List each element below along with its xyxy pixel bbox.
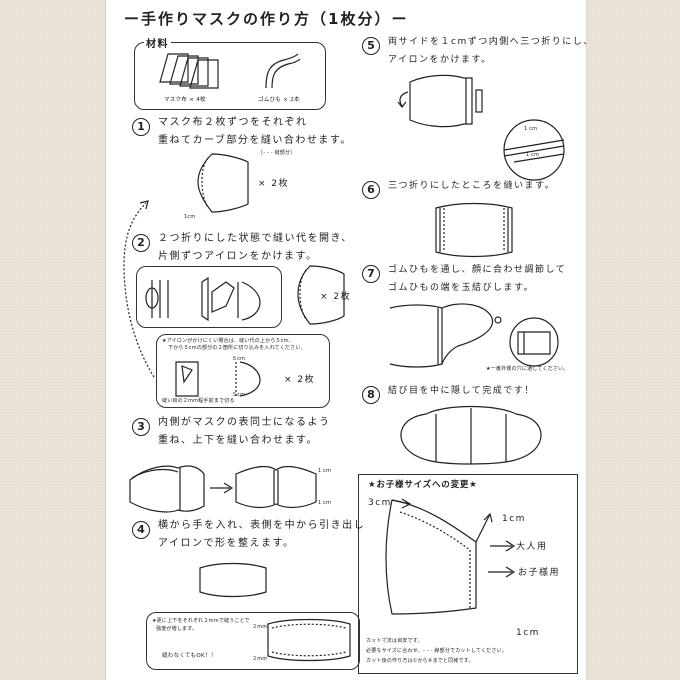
kids-child-label: お子様用: [518, 568, 561, 578]
step-4-tip-line3: 縫わなくてもOK！！: [162, 653, 217, 659]
step-3-folded-mask: [129, 465, 205, 513]
step-3-open-mask: [235, 465, 317, 509]
step-4-mm-top: ２mm: [252, 624, 268, 630]
kids-child-arrow: [488, 566, 516, 578]
step-7-note: ★一番外側の穴に通してください。: [486, 366, 569, 372]
step-5-cm-2: 1 cm: [526, 152, 540, 158]
step-4-mm-bottom: ２mm: [252, 656, 268, 662]
step-8-line1: 結び目を中に隠して完成です！: [388, 386, 535, 396]
step-4-tip-line1: ★更に上下をそれぞれ２mmで縫うことで: [152, 618, 250, 624]
step-3-line1: 内側がマスクの表同士になるよう: [158, 417, 331, 428]
step-3-cm-top: 1 cm: [318, 468, 332, 474]
instruction-sheet: ー手作りマスクの作り方（1枚分）ー 材料 マスク布 × 4枚 ゴムひも × 2本…: [106, 0, 592, 680]
kids-note-2: 必要なサイズに合わせ、- - - 線部分でカットしてください。: [366, 648, 507, 654]
elastic-label: ゴムひも × 2本: [258, 97, 300, 103]
kids-note-1: カット寸法は目安です。: [366, 638, 423, 644]
step-2-tip-count: × 2枚: [284, 375, 316, 385]
step-7-mask-elastic: [389, 303, 559, 368]
step-4-number: 4: [132, 521, 150, 539]
step-6-mask: [435, 202, 513, 258]
step-4-line1: 横から手を入れ、表側を中から引き出し: [158, 520, 366, 531]
step-5-mask-fold: [397, 74, 483, 128]
step-2-line1: ２つ折りにした状態で縫い代を開き、: [158, 233, 353, 244]
step-4-tip-box: [146, 612, 360, 670]
kids-cm-top-right: 1cm: [502, 514, 526, 524]
fabric-label: マスク布 × 4枚: [164, 97, 206, 103]
curved-dashed-arrow: [123, 200, 155, 378]
kids-adult-label: 大人用: [516, 542, 548, 552]
step-2-tip-line2: 下から５cmの部分の２箇所に切り込みを入れてください。: [168, 345, 306, 351]
step-5-detail-circle: [503, 119, 565, 181]
step-1-number: 1: [132, 118, 150, 136]
step-8-finished-mask: [400, 405, 542, 465]
step-8-number: 8: [362, 386, 380, 404]
step-5-number: 5: [362, 37, 380, 55]
step-2-illustration-box: [136, 266, 282, 328]
step-4-tip-mask: [267, 618, 351, 662]
step-1-cm: 1cm: [184, 214, 196, 220]
step-7-number: 7: [362, 265, 380, 283]
elastic-illustration: [265, 53, 301, 89]
step-3-line2: 重ね、上下を縫い合わせます。: [158, 435, 318, 446]
step-3-cm-bottom: 1 cm: [318, 500, 332, 506]
step-7-line2: ゴムひもの端を玉結びします。: [388, 283, 535, 293]
step-2-tip-line1: ★アイロンがかけにくい場合は、縫い代の上から５cm、: [162, 338, 294, 344]
step-7-line1: ゴムひもを通し、顔に合わせ調節して: [388, 265, 567, 275]
step-1-line2: 重ねてカーブ部分を縫い合わせます。: [158, 135, 352, 146]
step-4-mask: [199, 562, 267, 598]
step-3-number: 3: [132, 418, 150, 436]
step-5-line2: アイロンをかけます。: [388, 55, 492, 65]
step-2-tip-box: [156, 334, 330, 408]
step-2-number: 2: [132, 234, 150, 252]
step-6-line1: 三つ折りにしたところを縫います。: [388, 181, 556, 191]
kids-size-box: [358, 474, 578, 674]
step-2-line2: 片側ずつアイロンをかけます。: [158, 251, 318, 262]
step-4-line2: アイロンで形を整えます。: [158, 538, 295, 549]
kids-size-heading: ★お子様サイズへの変更★: [368, 480, 478, 490]
step-2-tip-cm-bottom: ５cm: [232, 392, 246, 398]
step-4-tip-line2: 強度が増します。: [156, 626, 198, 632]
fabric-illustration: [159, 53, 219, 89]
page-title: ー手作りマスクの作り方（1枚分）ー: [124, 10, 409, 28]
step-2-iron-diagram: [145, 276, 261, 322]
step-6-number: 6: [362, 181, 380, 199]
step-2-count: × 2枚: [320, 292, 352, 302]
step-5-line1: 両サイドを１cmずつ内側へ三つ折りにし、: [388, 37, 594, 47]
step-2-mask-piece: [297, 265, 345, 325]
step-1-mask-piece: [197, 153, 249, 213]
materials-box: [134, 42, 326, 110]
kids-note-3: カット後の作り方は①から⑧までと同様です。: [366, 658, 474, 664]
step-3-arrow: [210, 482, 234, 494]
step-2-cut-diagram: [175, 361, 261, 397]
materials-heading: 材料: [144, 38, 171, 52]
kids-adult-arrow: [490, 540, 516, 552]
step-2-tip-cut: 縫い目の２mm程手前まで切る: [162, 398, 235, 404]
step-1-line1: マスク布２枚ずつをそれぞれ: [158, 117, 308, 128]
step-1-count: × 2枚: [258, 179, 290, 189]
step-2-tip-cm-top: ５cm: [232, 356, 246, 362]
kids-pattern-diagram: [385, 498, 493, 615]
step-1-note: ［- - - 縫部分］: [258, 150, 296, 156]
kids-cm-bottom: 1cm: [516, 628, 540, 638]
step-5-cm-1: 1 cm: [524, 126, 538, 132]
kids-cm-top-left: 3cm: [368, 498, 392, 508]
